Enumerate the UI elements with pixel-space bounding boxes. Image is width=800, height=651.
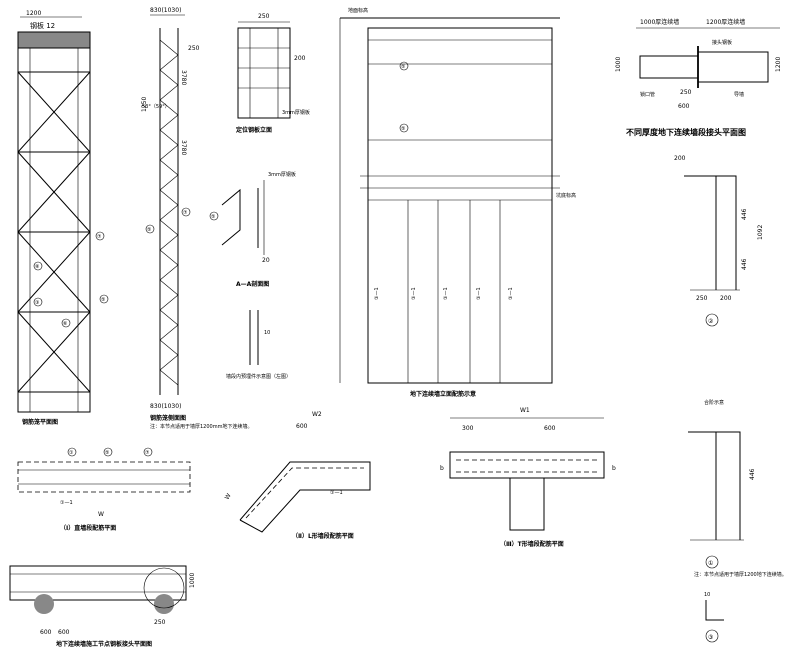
level-pit: 坑底标高 — [556, 192, 576, 199]
callout-7-p1: ⑦ — [145, 450, 150, 456]
dim-b-p3-right: b — [612, 465, 616, 472]
callout-6-cage: ⑥ — [63, 321, 68, 327]
dim-600-joint: 600 — [678, 103, 690, 110]
cage-side-title: 钢筋笼侧面图 — [150, 414, 186, 422]
bottom-plan-title: 地下连续墙施工节点钢板接头平面图 — [56, 640, 152, 648]
dim-250-joint: 250 — [680, 89, 692, 96]
cage-top-title: 钢筋笼平面图 — [22, 418, 58, 426]
steel-plate-label: 钢板 12 — [30, 21, 55, 30]
label-lead-wall: 导墙 — [734, 91, 744, 98]
dim-250-d2: 250 — [696, 295, 708, 302]
note-1200-d1: 注：本节点适用于墙厚1200地下连续墙。 — [694, 571, 787, 578]
joint-plan: 1000厚连续墙 1200厚连续墙 1000 1200 接头钢板 锁口管 导墙 … — [615, 18, 782, 137]
callout-8-cage: ⑧ — [35, 264, 40, 270]
level-ground: 地面标高 — [348, 7, 368, 14]
callout-3-cage: ③ — [35, 300, 39, 306]
dim-1000-bottom: 1000 — [189, 573, 196, 588]
dim-600-bottom-a: 600 — [40, 629, 52, 636]
lock-pipe-right — [154, 594, 174, 614]
dim-w-p2: W — [224, 492, 233, 501]
bottom-joint-plan: 1000 600 600 250 地下连续墙施工节点钢板接头平面图 — [9, 565, 196, 648]
dim-600-p3: 600 — [544, 425, 556, 432]
callout-5-p1: ⑤ — [105, 450, 109, 456]
dim-200-plate: 200 — [294, 55, 306, 62]
dim-1000-joint: 1000 — [615, 57, 622, 72]
dim-446-b: 446 — [741, 258, 748, 270]
rebar-mark-title: 合阶示意 — [704, 399, 724, 406]
label-1200-wall: 1200厚连续墙 — [706, 18, 745, 26]
cage-elevation-view: 1200 钢板 12 ⑦ ⑧ ③ ⑤ ⑥ 钢筋笼平面图 — [17, 10, 109, 426]
wall-bar-2: ①—1 — [411, 287, 417, 300]
aa-3mm-label: 3mm厚钢板 — [268, 171, 296, 178]
dim-300-p3: 300 — [462, 425, 474, 432]
callout-5-wall-b: ⑤ — [401, 126, 405, 132]
wall-bar-1: ①—1 — [374, 287, 380, 300]
dim-250-side: 250 — [188, 45, 200, 52]
plan-t-wall: W1 300 600 b b （Ⅲ）T形墙段配筋平面 — [440, 407, 616, 548]
joint-plan-title: 不同厚度地下连续墙段接头平面图 — [626, 127, 746, 137]
detail-mark-title: 墙段内预埋件示意图（左图） — [226, 373, 291, 380]
plan1-title: （Ⅰ）直墙段配筋平面 — [60, 524, 116, 532]
dim-w2: W2 — [312, 411, 322, 418]
plate-3mm-label: 3mm厚钢板 — [282, 109, 310, 116]
wall-bar-5: ①—1 — [508, 287, 514, 300]
callout-5-aa: ⑤ — [211, 214, 215, 220]
plan-l-wall: W2 600 W ①—1 （Ⅱ）L形墙段配筋平面 — [224, 411, 371, 540]
wall-elev-title: 地下连续墙立面配筋示意 — [410, 390, 476, 398]
plan2-title: （Ⅱ）L形墙段配筋平面 — [292, 532, 354, 540]
callout-1-d1: ① — [708, 560, 713, 567]
dim-200-d2: 200 — [674, 155, 686, 162]
dim-600-p2: 600 — [296, 423, 308, 430]
dim-830-top: 830(1030) — [150, 7, 181, 14]
cage-side-view: 830(1030) 250 3780 3780 1250 53°（59°） ⑦ … — [141, 7, 252, 430]
note-1200-side: 注：本节点适用于墙厚1200mm地下连续墙。 — [150, 423, 252, 430]
steel-plate-top-fill — [18, 32, 90, 48]
callout-3-d3: ③ — [708, 634, 713, 641]
dim-200-d2b: 200 — [720, 295, 732, 302]
dim-label-top: 1200 — [26, 10, 41, 17]
dim-w-p1: W — [98, 511, 104, 518]
dim-b-p3: b — [440, 465, 444, 472]
callout-7-cage: ⑦ — [97, 234, 102, 240]
dim-3780-b: 3780 — [180, 140, 187, 155]
detail-1-3: 合阶示意 446 ① 注：本节点适用于墙厚1200地下连续墙。 10 ③ — [688, 399, 787, 643]
aa-section-title: A—A剖面图 — [236, 280, 269, 288]
dim-830-bottom: 830(1030) — [150, 403, 181, 410]
detail-ld-label: 10 — [264, 330, 270, 336]
aa-dim-20: 20 — [262, 257, 270, 264]
plate-elevation: 250 200 3mm厚钢板 定位钢板立面 3mm厚钢板 20 ⑤ A—A剖面图… — [209, 13, 310, 380]
detail-2: 200 446 1092 446 250 200 ② — [674, 155, 764, 327]
dim-w1: W1 — [520, 407, 530, 414]
label-1000-wall: 1000厚连续墙 — [640, 18, 679, 26]
callout-5-cage: ⑤ — [101, 297, 105, 303]
callout-1-p1: ① — [69, 450, 74, 456]
callout-11-p1: ①—1 — [60, 500, 73, 506]
plan3-title: （Ⅲ）T形墙段配筋平面 — [500, 540, 564, 548]
angle-label: 53°（59°） — [142, 104, 170, 110]
callout-7-side: ⑦ — [183, 210, 188, 216]
wall-bar-4: ①—1 — [476, 287, 482, 300]
lock-pipe-left — [34, 594, 54, 614]
dim-250-plate: 250 — [258, 13, 270, 20]
dim-3780-a: 3780 — [180, 70, 187, 85]
dim-250-bottom: 250 — [154, 619, 166, 626]
wall-elevation: 地面标高 坑底标高 ⑤ ⑤ ①—1 ①—1 ①—1 ①—1 ①—1 地下连续墙立… — [339, 7, 576, 398]
callout-5-wall-a: ⑤ — [401, 64, 405, 70]
callout-2-d2: ② — [708, 318, 714, 325]
wall-bar-3: ①—1 — [443, 287, 449, 300]
label-lock-pipe: 锁口管 — [640, 91, 655, 98]
dim-10-d3: 10 — [704, 592, 710, 598]
dim-446-a: 446 — [741, 208, 748, 220]
dim-600-bottom-b: 600 — [58, 629, 70, 636]
callout-11-p2: ①—1 — [330, 490, 343, 496]
plate-elev-title: 定位钢板立面 — [235, 126, 272, 134]
dim-1250: 1250 — [141, 97, 148, 112]
dim-446-c: 446 — [749, 468, 756, 480]
dim-1200-joint: 1200 — [775, 57, 782, 72]
label-join-plate: 接头钢板 — [712, 39, 732, 46]
plan-straight-wall: ① ⑤ ⑦ ①—1 W （Ⅰ）直墙段配筋平面 — [17, 447, 191, 532]
callout-5-side: ⑤ — [147, 227, 151, 233]
dim-1092: 1092 — [757, 225, 764, 240]
